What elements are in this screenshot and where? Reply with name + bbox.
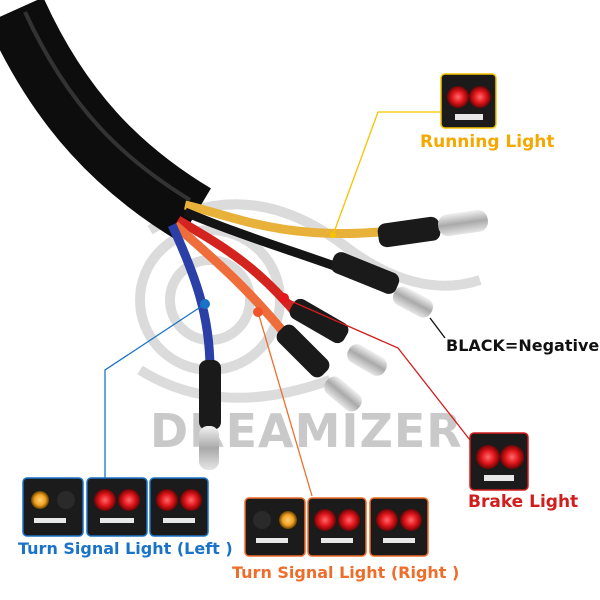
running-light-thumbnail (441, 74, 496, 128)
running-connector (377, 209, 490, 249)
left-turn-thumbnails (23, 478, 208, 536)
running-callout-line (333, 112, 442, 235)
brake-light-thumbnail (470, 433, 528, 490)
running-light-label: Running Light (420, 132, 554, 152)
left-turn-connector (199, 360, 221, 470)
black-negative-label: BLACK=Negative (446, 336, 599, 355)
black-callout-line (430, 318, 445, 338)
turn-signal-left-label: Turn Signal Light (Left ) (18, 539, 233, 558)
right-turn-thumbnails (245, 498, 428, 556)
brake-light-label: Brake Light (468, 492, 578, 512)
turn-signal-right-label: Turn Signal Light (Right ) (232, 563, 459, 582)
right-turn-connector (273, 321, 365, 415)
